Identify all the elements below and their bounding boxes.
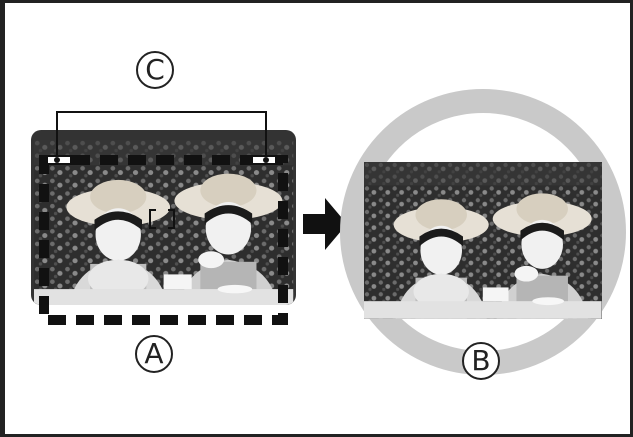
crop-rectangle <box>39 155 288 325</box>
focus-bracket <box>149 209 175 229</box>
label-b: B <box>462 342 500 380</box>
result-photo <box>364 162 602 319</box>
c-markers <box>46 155 277 165</box>
label-a: A <box>135 335 173 373</box>
right-arrow-icon <box>303 198 347 250</box>
label-c: C <box>136 51 174 89</box>
c-bracket <box>56 111 267 160</box>
